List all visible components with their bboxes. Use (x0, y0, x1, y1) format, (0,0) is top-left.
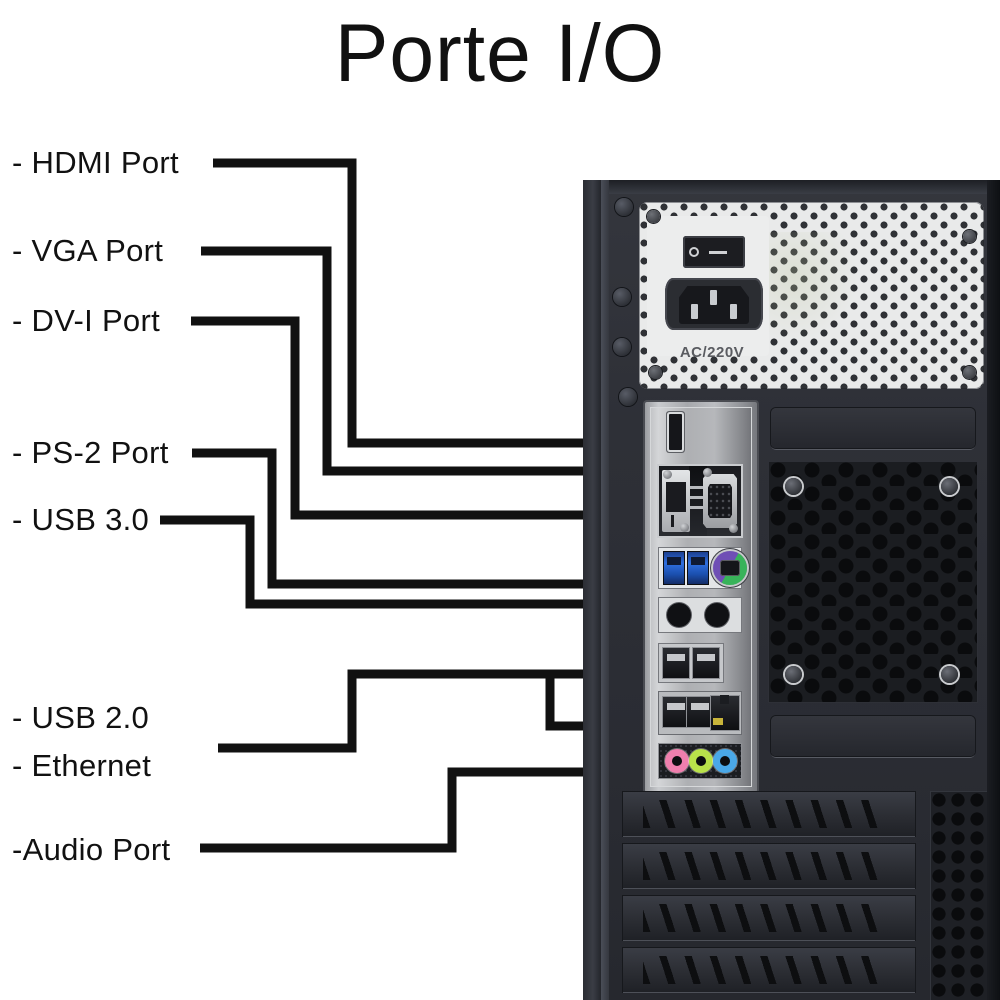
fan-screw (941, 478, 958, 495)
iec-power-socket[interactable] (665, 278, 763, 330)
case-rail-upper (771, 408, 975, 448)
chassis-screw (619, 388, 637, 406)
power-switch[interactable] (683, 236, 745, 268)
case-top-lip (609, 180, 1000, 194)
expansion-slot-cover[interactable] (623, 896, 915, 940)
dvi-thumbscrew (663, 470, 672, 479)
video-bracket (689, 466, 707, 536)
iec-socket-inner (679, 286, 749, 324)
power-supply-unit: AC/220V (639, 202, 984, 389)
blank-hole-block (659, 598, 741, 632)
chassis-screw (613, 288, 631, 306)
usb20-ethernet-block (659, 692, 741, 734)
label-ethernet: - Ethernet (12, 748, 152, 783)
fan-grille (769, 462, 977, 702)
chassis-screw (613, 338, 631, 356)
expansion-slot-cover[interactable] (623, 948, 915, 992)
leader-audio (200, 767, 680, 853)
label-hdmi-port: - HDMI Port (12, 145, 179, 180)
computer-case-rear-photo: AC/220V (583, 180, 1000, 1000)
fan-screw (785, 666, 802, 683)
side-vent-panel (931, 792, 987, 1000)
label-ps2-port: - PS-2 Port (12, 435, 169, 470)
ps2-port[interactable] (713, 551, 747, 585)
case-right-edge (987, 180, 1000, 1000)
hdmi-port[interactable] (669, 414, 682, 450)
video-bracket-stripe (689, 496, 707, 499)
iec-pin (730, 304, 737, 319)
leader-usb30 (160, 515, 680, 609)
usb30-port[interactable] (664, 552, 684, 584)
fan-screw (941, 666, 958, 683)
psu-screw (647, 210, 660, 223)
label-vga-port: - VGA Port (12, 233, 164, 268)
video-bracket-stripe (689, 486, 707, 489)
case-rail-lower (771, 716, 975, 756)
expansion-slot-cover[interactable] (623, 792, 915, 836)
dvi-blade-pin (671, 515, 674, 527)
leader-usb20 (218, 669, 672, 753)
usb20-port[interactable] (663, 648, 689, 678)
label-audio-port: -Audio Port (12, 832, 171, 867)
audio-jack-mic[interactable] (665, 749, 689, 773)
label-usb20: - USB 2.0 (12, 700, 150, 735)
vga-thumbscrew (729, 524, 738, 533)
blank-hole (667, 603, 691, 627)
blank-hole (705, 603, 729, 627)
audio-jack-block (659, 744, 741, 778)
audio-jack-line-out[interactable] (689, 749, 713, 773)
vga-pin-array (708, 484, 732, 518)
iec-pin (691, 304, 698, 319)
usb20-port[interactable] (687, 697, 713, 727)
leader-vga (201, 246, 722, 476)
audio-jack-line-in[interactable] (713, 749, 737, 773)
dvi-pin-array (666, 482, 686, 512)
usb30-ps2-block (659, 548, 747, 588)
vga-thumbscrew (703, 468, 712, 477)
label-dvi-port: - DV-I Port (12, 303, 160, 338)
expansion-slot-stack (623, 792, 923, 1000)
usb20-block-upper (659, 644, 723, 682)
usb20-port[interactable] (663, 697, 689, 727)
leader-dvi (191, 316, 660, 520)
dvi-thumbscrew (680, 523, 689, 532)
ethernet-port[interactable] (711, 695, 739, 730)
label-usb30: - USB 3.0 (12, 502, 150, 537)
page-title: Porte I/O (334, 8, 666, 99)
psu-voltage-label: AC/220V (679, 344, 745, 361)
vga-port[interactable] (703, 474, 737, 528)
iec-pin-ground (710, 290, 717, 305)
dvi-port[interactable] (662, 470, 690, 532)
chassis-screw (615, 198, 633, 216)
psu-screw (963, 366, 976, 379)
fan-screw (785, 478, 802, 495)
io-shield (645, 402, 757, 792)
usb20-port[interactable] (693, 648, 719, 678)
leader-hdmi (213, 158, 672, 448)
leader-ps2 (192, 448, 712, 589)
psu-screw (963, 230, 976, 243)
expansion-slot-cover[interactable] (623, 844, 915, 888)
usb30-port[interactable] (688, 552, 708, 584)
psu-screw (649, 366, 662, 379)
psu-connector-plate: AC/220V (647, 216, 769, 361)
dvi-vga-block (659, 466, 741, 536)
video-bracket-stripe (689, 506, 707, 509)
